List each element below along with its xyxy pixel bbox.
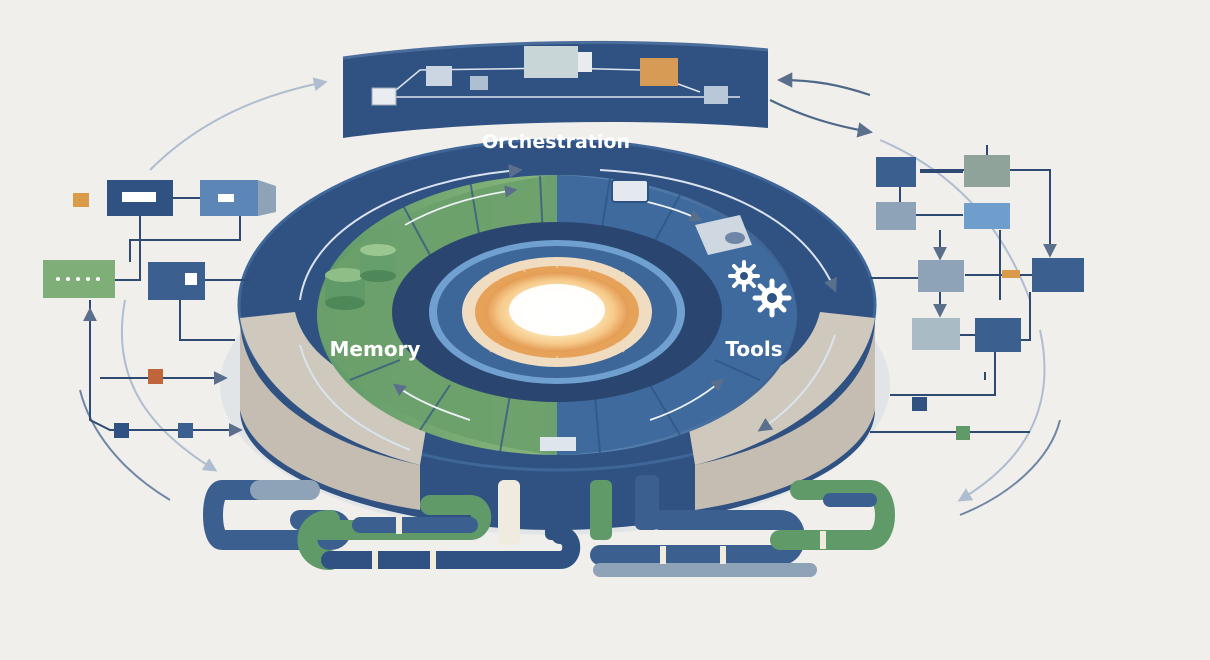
outer-flow-arcs [79,77,1061,516]
pipe-bands [372,516,826,569]
banner-nodes [371,46,740,106]
pipe-icon [203,480,895,577]
memory-label: Memory [330,337,421,361]
disc-top-rim [237,138,877,472]
top-banner [342,40,769,138]
right-flow-network [870,145,1084,440]
left-flow-network [43,180,276,438]
right-sand-panel [685,312,875,465]
core-glow [462,257,652,367]
banner-arrows [769,72,874,138]
tools-label: Tools [725,337,782,361]
database-icon [325,244,396,310]
gear-icon [728,260,792,318]
orchestration-label: Orchestration [482,131,630,153]
left-sand-panel [240,312,430,465]
orchestration-ring-flow [299,163,837,451]
